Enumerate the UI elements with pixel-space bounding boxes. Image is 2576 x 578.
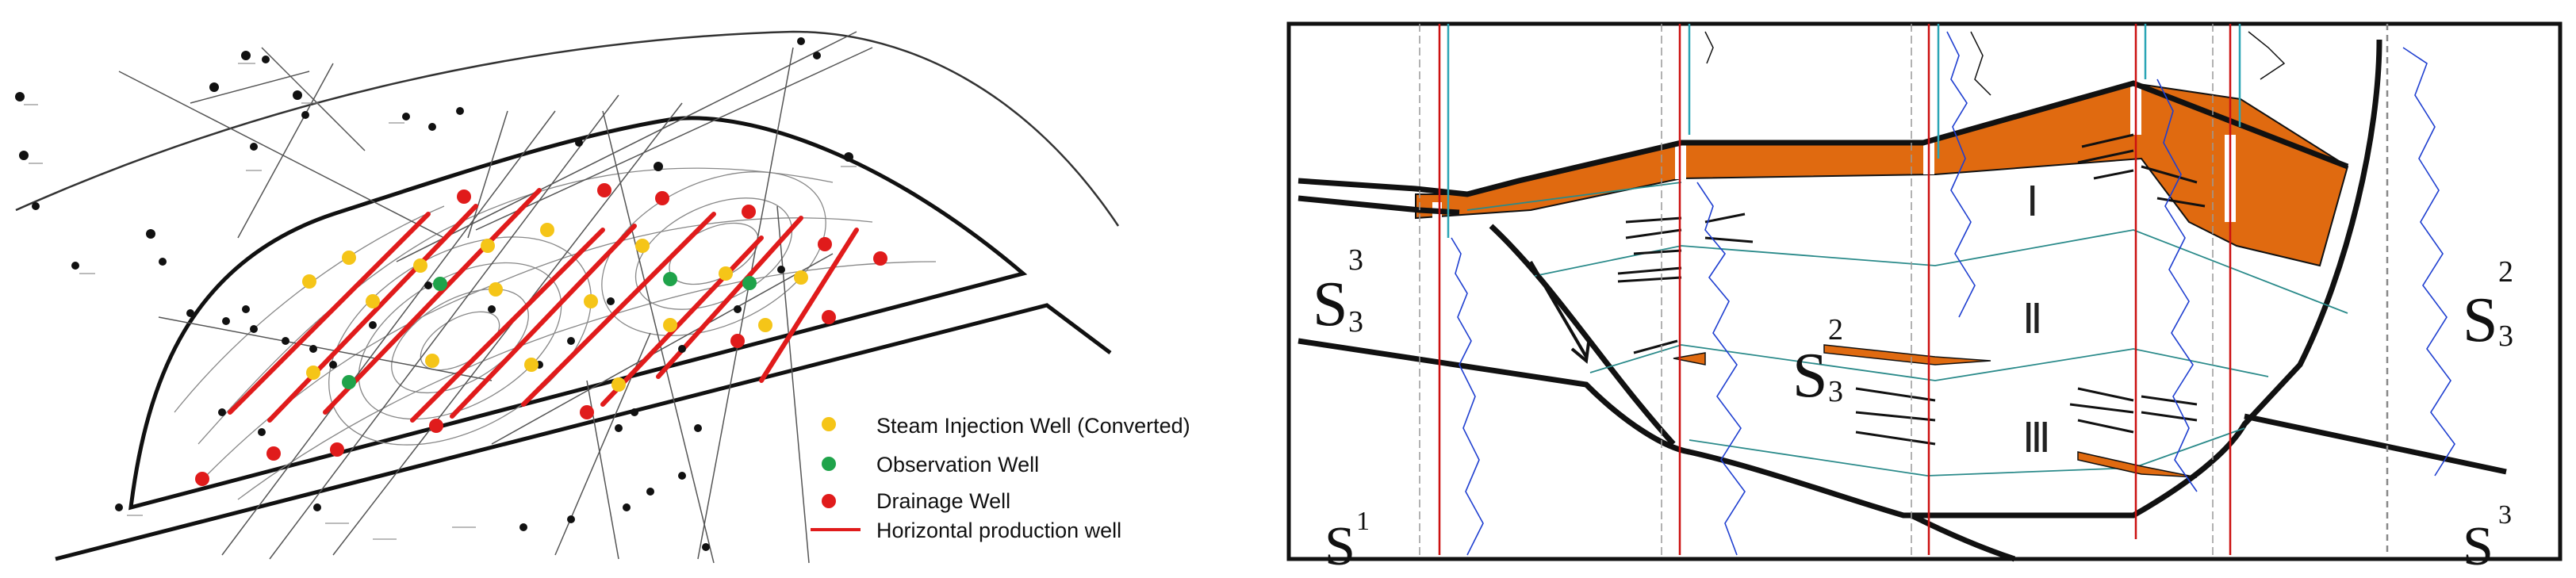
observation-wells bbox=[342, 272, 757, 389]
svg-text:3: 3 bbox=[1348, 243, 1363, 277]
horizons bbox=[1298, 39, 2507, 562]
well-name-marks bbox=[24, 63, 857, 540]
formation-label-center: S 2 3 bbox=[1792, 313, 1843, 411]
yellow-dot-icon bbox=[822, 417, 836, 431]
cross-section-panel: Ⅰ Ⅱ Ⅲ S 3 3 S 2 3 S 2 3 S 1 S 3 bbox=[1286, 21, 2563, 577]
zone-label-2: Ⅱ bbox=[2022, 297, 2043, 343]
formation-label-right: S 2 3 bbox=[2463, 255, 2513, 355]
outer-fault-line bbox=[15, 30, 1120, 227]
resistivity-curves bbox=[1704, 31, 2286, 96]
svg-text:S: S bbox=[2463, 516, 2494, 577]
formation-label-left: S 3 3 bbox=[1313, 243, 1363, 339]
reservoir-boundary bbox=[128, 116, 1028, 511]
horizontal-production-wells bbox=[228, 188, 859, 423]
lower-fault-line bbox=[55, 303, 1112, 561]
map-legend: Steam Injection Well (Converted) Observa… bbox=[811, 414, 1190, 542]
legend-label-drainage: Drainage Well bbox=[876, 489, 1010, 513]
pinchout-lines bbox=[1617, 133, 2206, 446]
green-dot-icon bbox=[822, 457, 836, 471]
svg-text:S: S bbox=[2463, 285, 2498, 355]
red-dot-icon bbox=[822, 494, 836, 508]
svg-text:3: 3 bbox=[1348, 305, 1363, 339]
drainage-wells bbox=[195, 183, 887, 486]
section-frame bbox=[1286, 21, 2563, 561]
svg-text:2: 2 bbox=[2498, 255, 2513, 289]
zone-label-3: Ⅲ bbox=[2022, 416, 2051, 461]
log-curves bbox=[1451, 31, 2455, 556]
svg-text:3: 3 bbox=[1828, 375, 1843, 408]
legend-label-horizontal-production: Horizontal production well bbox=[876, 519, 1121, 542]
legend-label-steam-injection: Steam Injection Well (Converted) bbox=[876, 414, 1190, 438]
svg-text:3: 3 bbox=[2498, 320, 2513, 353]
svg-text:S: S bbox=[1324, 516, 1355, 577]
well-traces bbox=[1419, 24, 2389, 555]
svg-text:S: S bbox=[1792, 341, 1828, 411]
zone-label-1: Ⅰ bbox=[2026, 180, 2038, 225]
steam-injection-wells bbox=[302, 223, 808, 392]
sand-lenses bbox=[1673, 344, 2198, 478]
svg-text:1: 1 bbox=[1356, 507, 1370, 536]
well-trajectories bbox=[118, 31, 873, 564]
svg-text:2: 2 bbox=[1828, 313, 1843, 346]
well-pattern-map: Steam Injection Well (Converted) Observa… bbox=[15, 30, 1190, 564]
svg-text:S: S bbox=[1313, 270, 1348, 339]
svg-text:3: 3 bbox=[2498, 500, 2512, 530]
slide-arrow-icon bbox=[1529, 260, 1590, 364]
formation-label-bottom-right: S 3 bbox=[2463, 500, 2512, 577]
formation-label-bottom-left: S 1 bbox=[1324, 507, 1370, 577]
legend-label-observation: Observation Well bbox=[876, 453, 1039, 477]
black-wells bbox=[15, 37, 853, 551]
correlation-lines bbox=[1466, 182, 2348, 477]
